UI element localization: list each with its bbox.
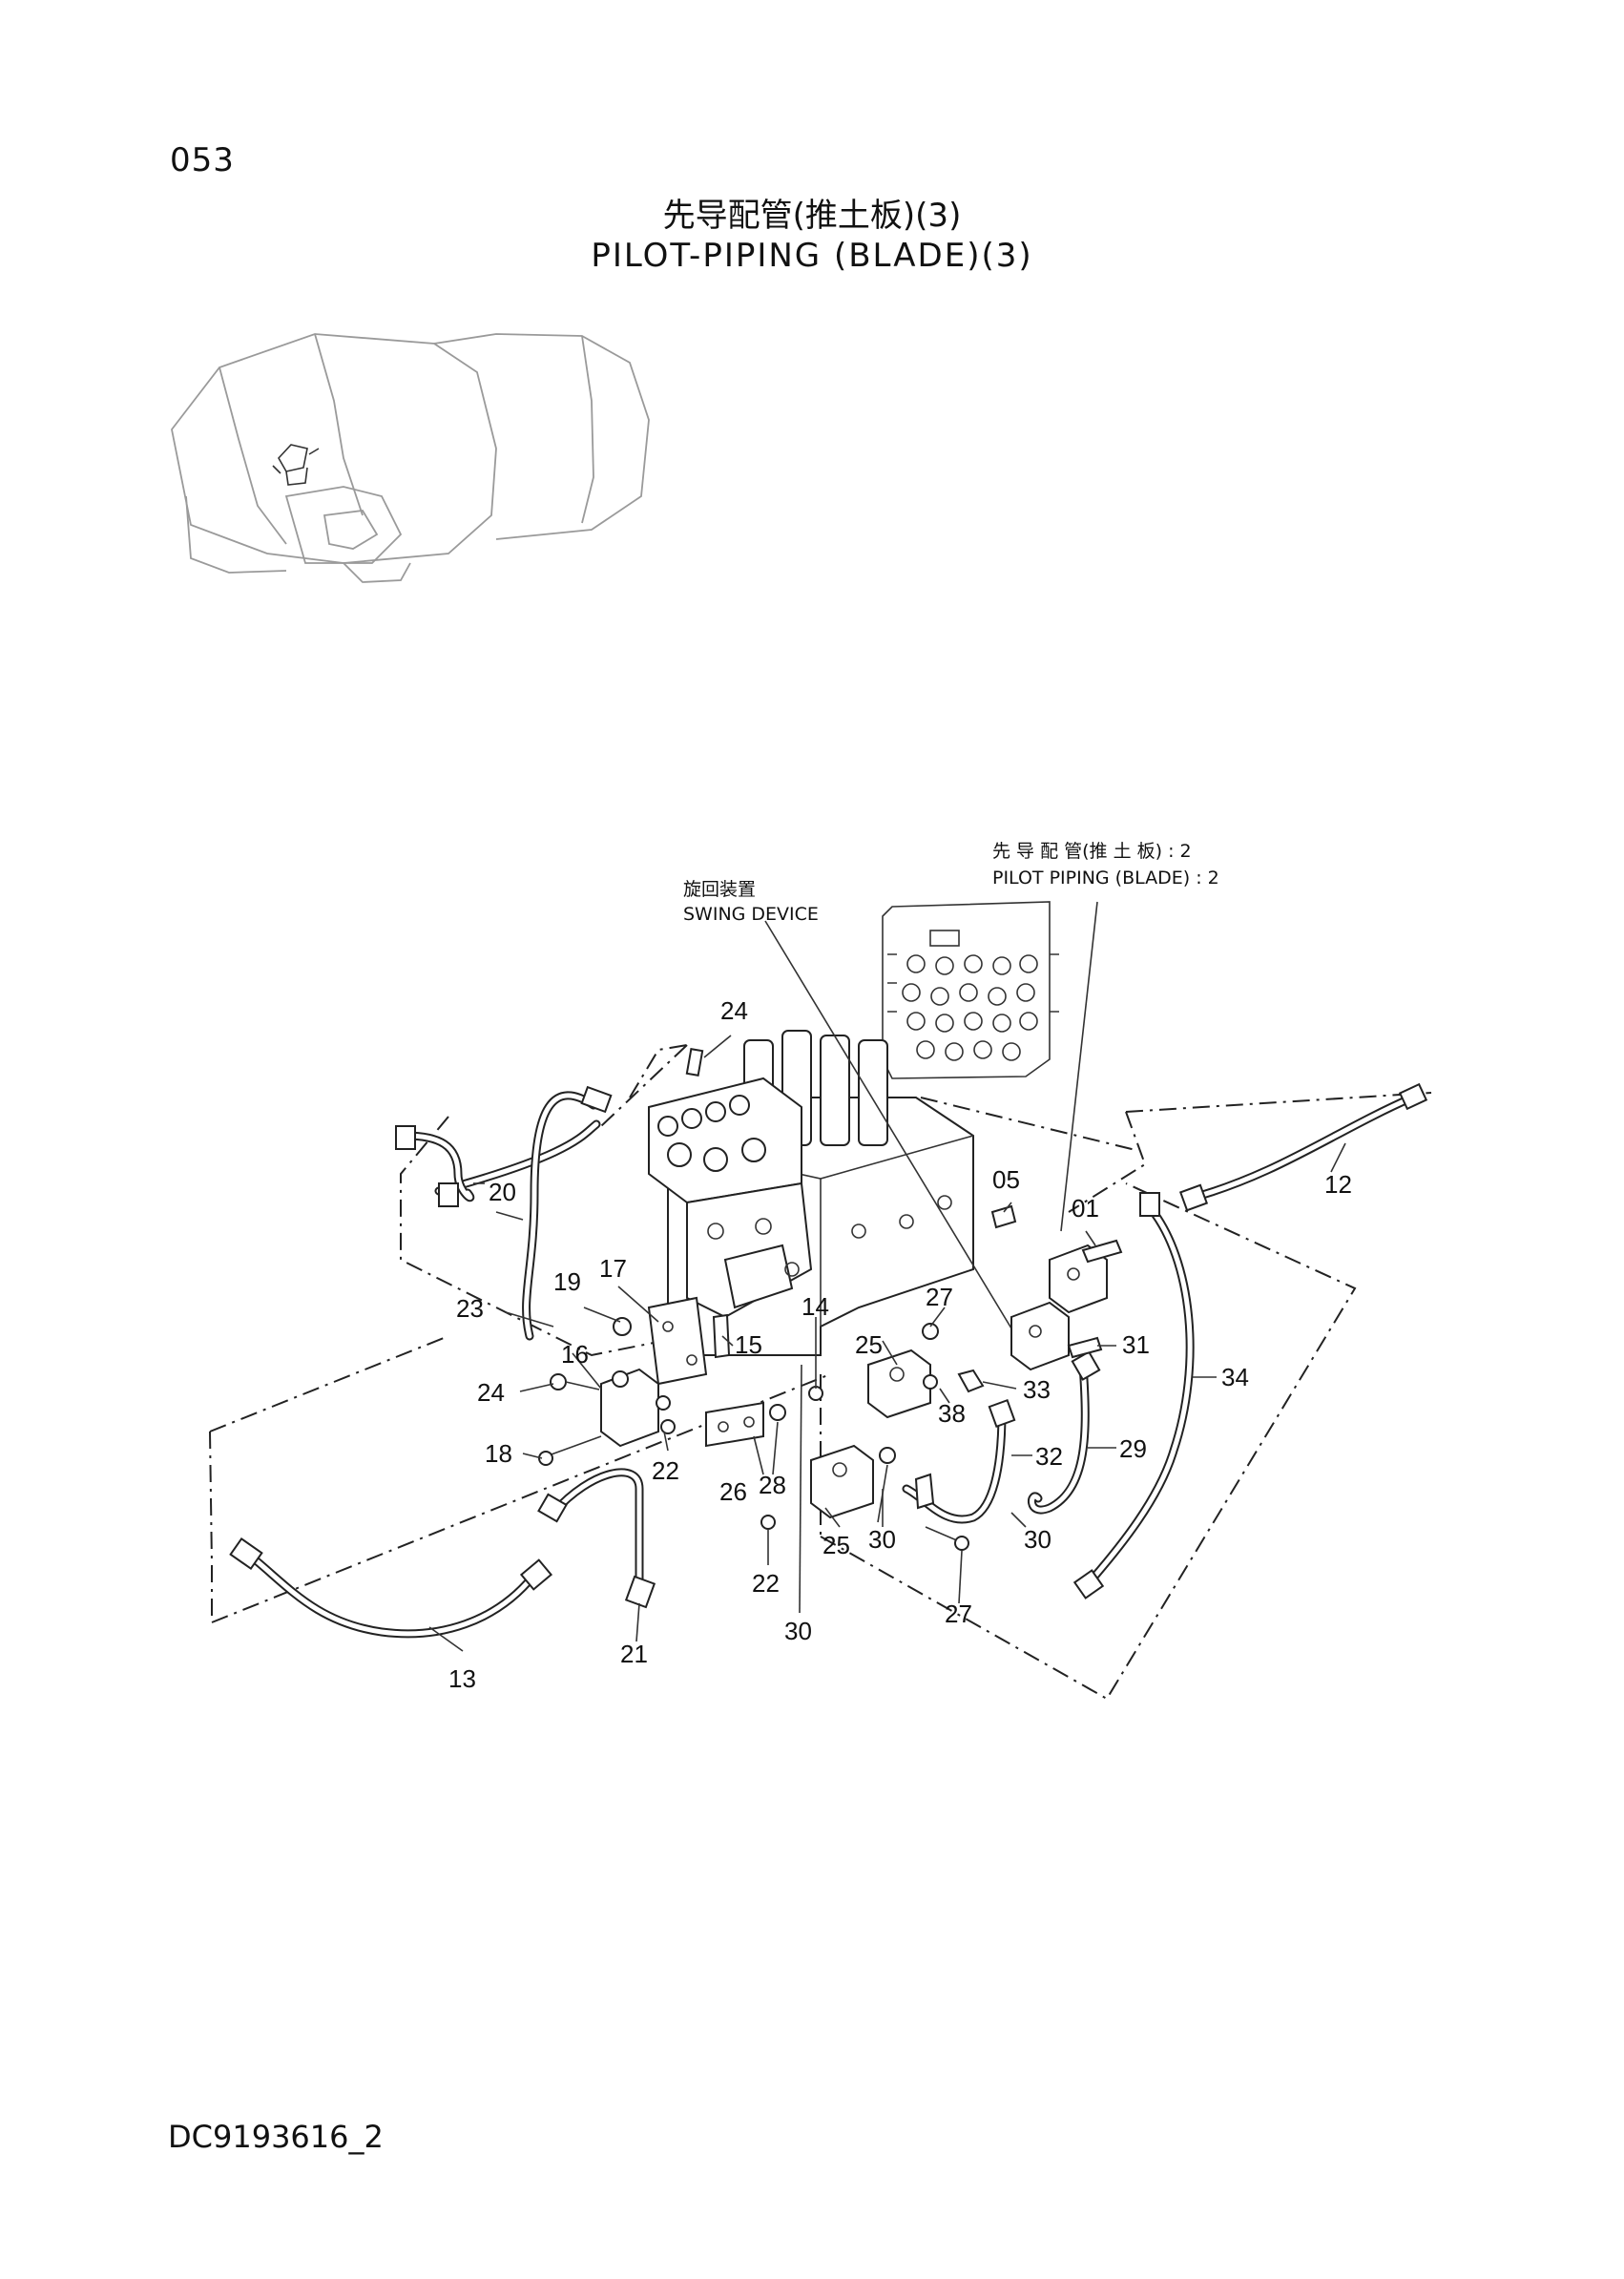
- locator-thumbnail: [171, 333, 650, 583]
- callout-23: 23: [456, 1294, 484, 1323]
- callout-17: 17: [599, 1254, 627, 1283]
- callout-numbers: 24 20 23 19 17 15 16 24 18 22 14 26 28 2…: [448, 996, 1352, 1693]
- callout-24-left: 24: [477, 1378, 505, 1407]
- callout-20: 20: [489, 1178, 516, 1206]
- callout-29: 29: [1119, 1434, 1147, 1463]
- callout-19: 19: [553, 1267, 581, 1296]
- reference-notes: 旋回装置 SWING DEVICE 先 导 配 管(推 土 板) : 2 PIL…: [683, 841, 1219, 925]
- callout-14: 14: [802, 1292, 829, 1321]
- callout-13: 13: [448, 1664, 476, 1693]
- callout-21: 21: [620, 1640, 648, 1668]
- pilot-ref-leader: [1060, 901, 1098, 1232]
- note-swing-device-cn: 旋回装置: [683, 879, 756, 900]
- callout-34: 34: [1221, 1363, 1249, 1391]
- page-title-english: PILOT-PIPING (BLADE)(3): [591, 237, 1033, 275]
- callout-16: 16: [561, 1340, 589, 1369]
- callout-01: 01: [1072, 1194, 1099, 1223]
- callout-27-lower: 27: [945, 1599, 972, 1628]
- callout-30-middle: 30: [868, 1525, 896, 1554]
- callout-30-right: 30: [1024, 1525, 1051, 1554]
- callout-38: 38: [938, 1399, 966, 1428]
- document-code: DC9193616_2: [168, 2119, 384, 2155]
- callout-leaders: [428, 1035, 1346, 1652]
- callout-22-upper: 22: [652, 1456, 679, 1485]
- control-valve-assembly: [648, 1030, 974, 1356]
- callout-25-lower: 25: [822, 1531, 850, 1559]
- fittings: [229, 1047, 1428, 1609]
- swing-device-leader: [764, 920, 1012, 1329]
- callout-25-upper: 25: [855, 1330, 883, 1359]
- note-pilot-ref-en: PILOT PIPING (BLADE) : 2: [992, 868, 1219, 889]
- callout-05: 05: [992, 1165, 1020, 1194]
- callout-28: 28: [759, 1471, 786, 1499]
- callout-32: 32: [1035, 1442, 1063, 1471]
- note-pilot-ref-cn: 先 导 配 管(推 土 板) : 2: [992, 841, 1192, 862]
- callout-26: 26: [719, 1477, 747, 1506]
- callout-31: 31: [1122, 1330, 1150, 1359]
- callout-15: 15: [735, 1330, 762, 1359]
- page-title-chinese: 先导配管(推土板)(3): [662, 197, 962, 235]
- hoses: [245, 1091, 1417, 1639]
- note-swing-device-en: SWING DEVICE: [683, 904, 819, 925]
- callout-27-upper: 27: [926, 1283, 953, 1311]
- callout-18: 18: [485, 1439, 512, 1468]
- callout-30-left: 30: [784, 1617, 812, 1645]
- pilot-piping-ref-inset: [882, 901, 1059, 1079]
- callout-33: 33: [1023, 1375, 1051, 1404]
- callout-22-lower: 22: [752, 1569, 780, 1598]
- callout-24-top: 24: [720, 996, 748, 1025]
- page-number: 053: [170, 141, 235, 179]
- callout-12: 12: [1324, 1170, 1352, 1199]
